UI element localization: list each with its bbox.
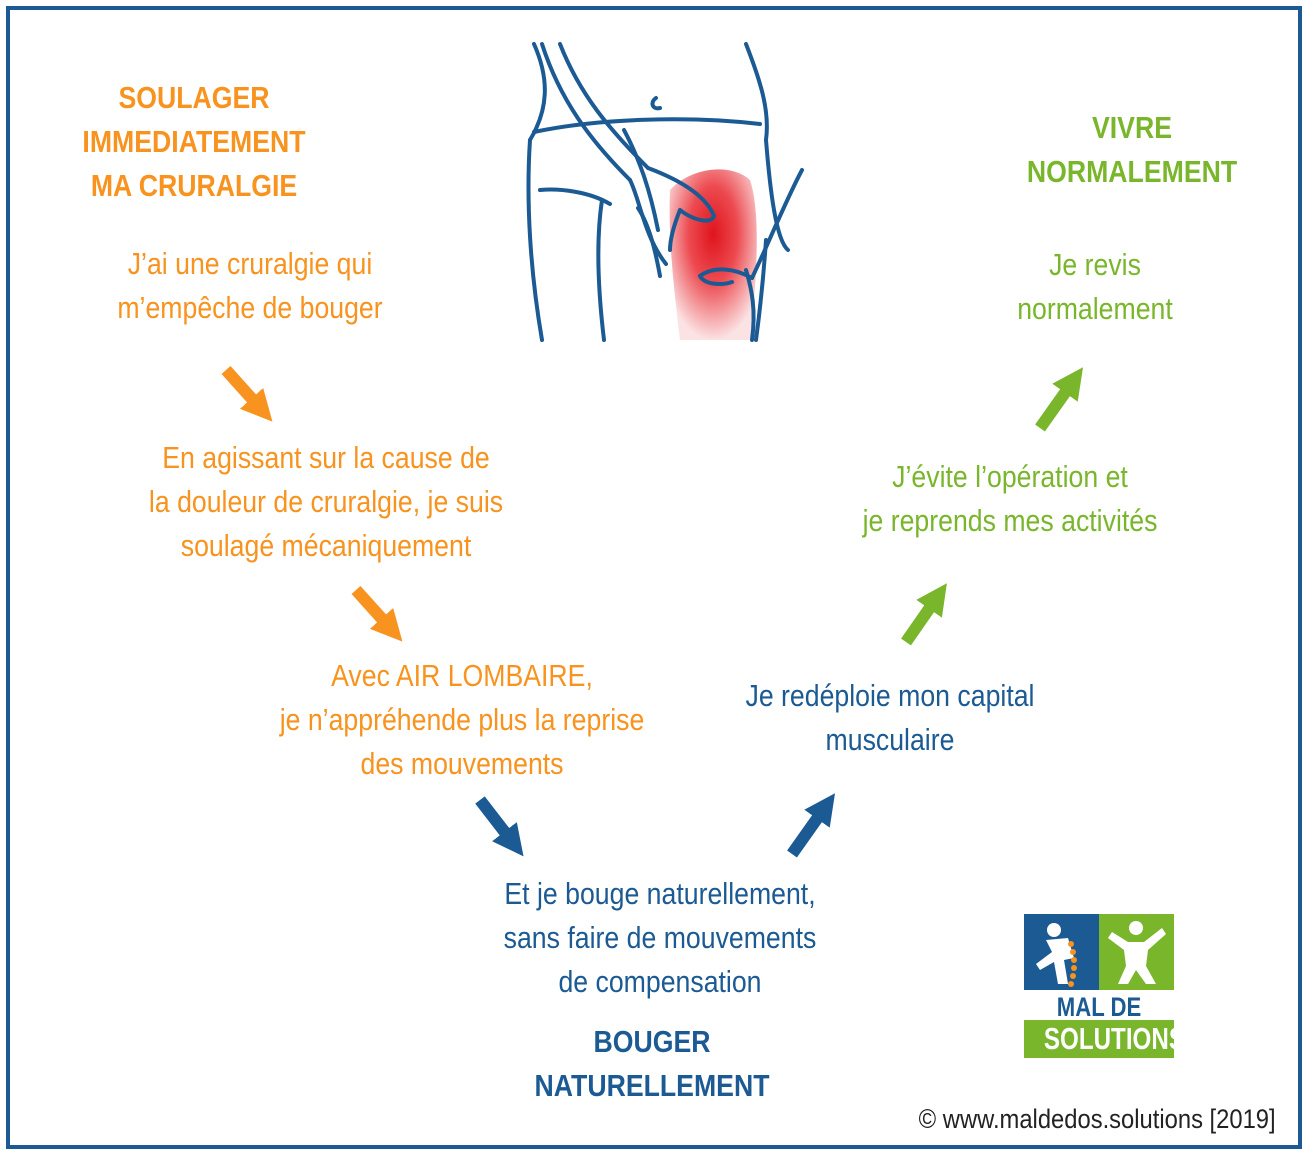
move-naturally-heading: BOUGER NATURELLEMENT [534, 1024, 770, 1103]
air-lombaire-text: Avec AIR LOMBAIRE, je n’appréhende plus … [279, 658, 645, 781]
arrow-up-right-icon [1035, 367, 1084, 432]
avoid-operation-text: J’évite l’opération et je reprends mes a… [862, 459, 1158, 538]
logo-text-line2-label: SOLUTIONS [1043, 1021, 1185, 1056]
arrow-down-right-icon [475, 796, 524, 857]
logo-text-line2: SOLUTIONS [1024, 1020, 1185, 1058]
relieve-text: J’ai une cruralgie qui m’empêche de boug… [117, 246, 383, 325]
diagram-frame [6, 6, 1302, 1149]
relieve-heading: SOULAGER IMMEDIATEMENT MA CRURALGIE [82, 80, 306, 203]
arrow-down-right-icon [351, 585, 403, 642]
live-heading: VIVRE NORMALEMENT [1026, 110, 1238, 189]
logo-figures-icon [1024, 914, 1174, 990]
capital-text: Je redéploie mon capital musculaire [745, 678, 1035, 757]
arrow-up-right-icon [787, 793, 836, 858]
mal-de-dos-solutions-logo: MAL DE DOS SOLUTIONS [1024, 914, 1185, 1058]
copyright-text: © www.maldedos.solutions [2019] [919, 1104, 1276, 1134]
arrow-down-right-icon [221, 365, 273, 422]
move-naturally-text: Et je bouge naturellement, sans faire de… [503, 876, 817, 999]
live-text: Je revis normalement [1017, 247, 1173, 326]
arrow-up-right-icon [901, 583, 947, 646]
cause-text: En agissant sur la cause de la douleur d… [148, 440, 504, 563]
thigh-pain-illustration [526, 42, 804, 342]
